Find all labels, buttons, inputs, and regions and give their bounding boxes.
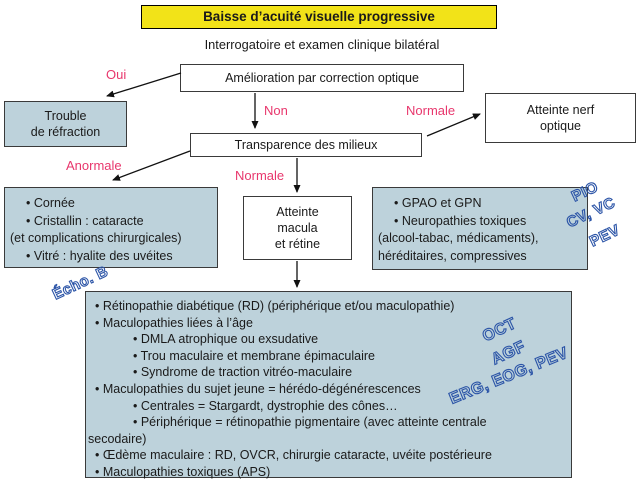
edge-label-normale-mid: Normale (235, 168, 285, 183)
node-macula-line1: Atteinte (276, 205, 319, 219)
cornee-line: • Cristallin : cataracte (26, 213, 144, 228)
node-gpao-neuropathies: • GPAO et GPN • Neuropathies toxiques (a… (372, 187, 588, 270)
subtitle: Interrogatoire et examen clinique bilaté… (204, 37, 440, 52)
node-macula-line3: et rétine (274, 237, 321, 251)
node-cornee-cristallin-vitre: • Cornée • Cristallin : cataracte (et co… (4, 187, 218, 268)
node-macula-line2: macula (277, 221, 318, 235)
node-trouble-refraction: Trouble de réfraction (4, 101, 127, 147)
bigbox-line: • Centrales = Stargardt, dystrophie des … (133, 398, 398, 413)
diagram-title: Baisse d’acuité visuelle progressive (141, 5, 497, 29)
edge-label-oui: Oui (106, 67, 127, 82)
node-nerf-optique: Atteinte nerf optique (485, 93, 636, 143)
node-trouble-line1: Trouble (44, 109, 87, 123)
bigbox-line: • Trou maculaire et membrane épimaculair… (133, 348, 375, 363)
cornee-line: (et complications chirurgicales) (10, 231, 182, 245)
edge-label-normale-right: Normale (406, 103, 456, 118)
bigbox-line: • Syndrome de traction vitréo-maculaire (133, 365, 353, 380)
node-trouble-line2: de réfraction (30, 125, 101, 139)
node-amelioration-label: Amélioration par correction optique (225, 71, 419, 85)
bigbox-line: • DMLA atrophique ou exsudative (133, 332, 319, 347)
arrow-anormale (112, 150, 191, 181)
diagram-title-text: Baisse d’acuité visuelle progressive (203, 9, 435, 24)
node-nerf-line1: Atteinte nerf (526, 103, 595, 117)
node-transparence-label: Transparence des milieux (234, 138, 378, 152)
bigbox-line: • Œdème maculaire : RD, OVCR, chirurgie … (95, 448, 492, 463)
gpao-line: • GPAO et GPN (394, 196, 482, 210)
node-retinopathies-detail: • Rétinopathie diabétique (RD) (périphér… (85, 291, 572, 479)
bigbox-line: • Maculopathies liées à l’âge (95, 315, 253, 330)
gpao-line: héréditaires, compressives (378, 248, 527, 263)
edge-label-anormale: Anormale (66, 158, 122, 173)
bigbox-line: • Périphérique = rétinopathie pigmentair… (133, 415, 487, 430)
annotation-pev: PEV (586, 221, 623, 251)
bigbox-line: • Maculopathies toxiques (APS) (95, 464, 271, 479)
node-amelioration: Amélioration par correction optique (180, 64, 464, 92)
bigbox-line: • Rétinopathie diabétique (RD) (périphér… (95, 299, 455, 313)
bigbox-line: • Maculopathies du sujet jeune = hérédo-… (95, 381, 421, 396)
bigbox-line: secodaire) (88, 431, 147, 446)
cornee-line: • Cornée (26, 196, 75, 210)
edge-label-non: Non (264, 103, 288, 118)
gpao-line: (alcool-tabac, médicaments), (378, 231, 539, 245)
gpao-line: • Neuropathies toxiques (394, 213, 527, 228)
node-transparence: Transparence des milieux (190, 133, 422, 157)
cornee-line: • Vitré : hyalite des uvéites (26, 248, 173, 263)
node-nerf-line2: optique (539, 119, 581, 133)
node-macula-retine: Atteinte macula et rétine (243, 196, 352, 260)
